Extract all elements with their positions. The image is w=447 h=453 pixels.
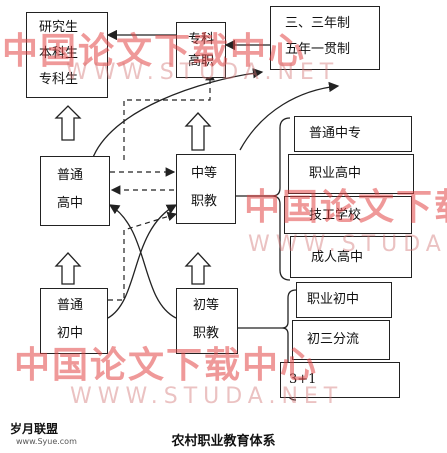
label-gaozhi: 高职 (187, 54, 214, 69)
figure-caption: 农村职业教育体系 (171, 434, 276, 449)
curve-secondary-to-programs (239, 81, 340, 151)
curve-junior-voc-to-high (108, 204, 177, 319)
label-three-year: 三、三年制 (285, 16, 351, 31)
label-chusan-fenliu: 初三分流 (307, 332, 360, 347)
box-secondary-type-4: 成人高中 (290, 236, 412, 278)
box-junior-type-1: 职业初中 (296, 282, 392, 318)
hollow-arrow-junior-to-high (54, 252, 82, 285)
dashed-arrow-high-to-college (123, 70, 215, 160)
label-five-year: 五年一贯制 (285, 42, 351, 57)
label-chengren-gaozhong: 成人高中 (311, 250, 364, 265)
site-logo-url: www.Syue.com (16, 437, 77, 446)
label-zhijiao-secondary: 职教 (191, 194, 218, 209)
label-zhiye-chuzhong: 职业初中 (307, 292, 360, 307)
label-putong-zhongzhuan: 普通中专 (309, 126, 362, 141)
box-secondary-type-2: 职业高中 (288, 154, 414, 194)
box-junior-type-2: 初三分流 (292, 320, 390, 360)
label-chudeng: 初等 (193, 298, 220, 313)
box-secondary-type-1: 普通中专 (294, 116, 412, 152)
box-vocational-college: 专科 高职 (176, 22, 226, 78)
label-zhijiao-junior: 职教 (193, 326, 220, 341)
label-putong-high: 普通 (57, 168, 84, 183)
site-logo: 岁月联盟 (10, 422, 59, 436)
label-chuzhong: 初中 (57, 326, 84, 341)
label-zhiye-gaozhong: 职业高中 (309, 166, 362, 181)
box-general-high-school: 普通 高中 (40, 156, 110, 226)
box-program-types: 三、三年制 五年一贯制 (270, 6, 380, 70)
label-zhuanke: 专科 (187, 32, 214, 47)
box-junior-type-3: 3+1 (280, 362, 400, 398)
label-zhongdeng: 中等 (191, 166, 218, 181)
label-jigong-xuexiao: 技工学校 (309, 208, 362, 223)
hollow-arrow-junior-voc-to-secondary (184, 252, 212, 285)
label-junior-college: 专科生 (39, 72, 79, 87)
label-postgraduate: 研究生 (39, 20, 79, 35)
curve-high-to-programs (91, 68, 264, 161)
box-secondary-type-3: 技工学校 (284, 196, 412, 234)
box-higher-education: 研究生 本科生 专科生 (26, 12, 108, 98)
box-junior-vocational: 初等 职教 (176, 288, 238, 354)
box-secondary-vocational: 中等 职教 (176, 154, 236, 224)
label-three-plus-one: 3+1 (289, 372, 317, 387)
hollow-arrow-high-to-higher (54, 105, 82, 141)
label-putong-junior: 普通 (57, 298, 84, 313)
curve-junior-to-secondary (107, 204, 178, 319)
hollow-arrow-secondary-to-college (184, 112, 212, 151)
label-gaozhong: 高中 (57, 196, 84, 211)
box-general-junior-high: 普通 初中 (40, 288, 108, 354)
label-undergraduate: 本科生 (39, 46, 79, 61)
